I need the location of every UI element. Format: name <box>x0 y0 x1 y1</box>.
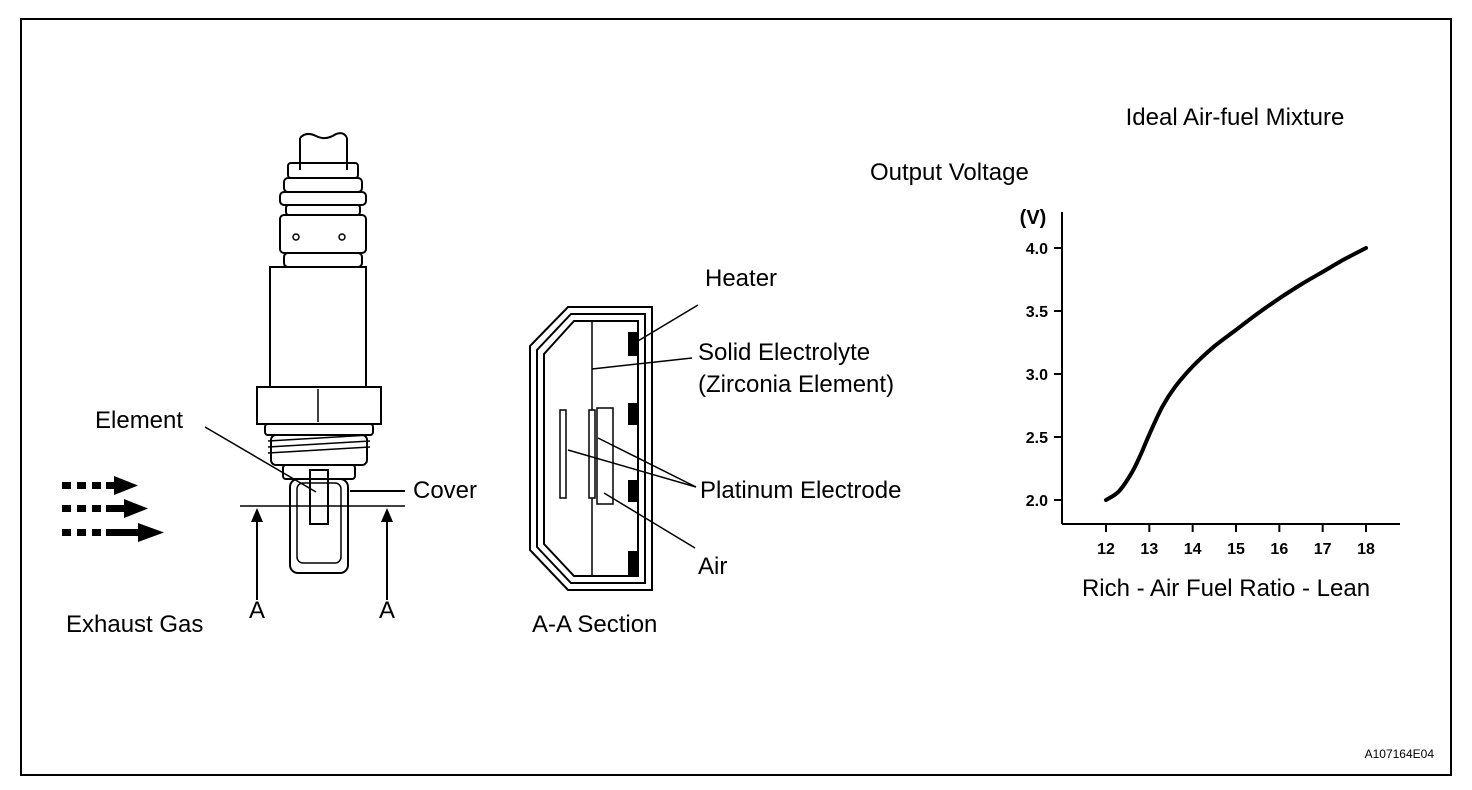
y-tick-label: 3.5 <box>1026 304 1048 321</box>
x-tick-label: 15 <box>1227 541 1245 558</box>
solid-electrolyte-label: Solid Electrolyte <box>698 339 870 366</box>
figure-code: A107164E04 <box>1365 747 1435 761</box>
exhaust-gas-arrows <box>62 476 164 542</box>
x-tick-label: 16 <box>1270 541 1288 558</box>
air-label: Air <box>698 553 727 580</box>
x-tick-label: 18 <box>1357 541 1375 558</box>
section-title: A-A Section <box>532 611 657 638</box>
x-axis-ticks: 12 13 14 15 16 17 18 <box>1097 524 1375 558</box>
x-tick-label: 17 <box>1314 541 1332 558</box>
exhaust-gas-label: Exhaust Gas <box>66 611 203 638</box>
frame-border <box>20 18 1452 776</box>
y-tick-label: 2.0 <box>1026 493 1048 510</box>
voltage-curve <box>1104 246 1368 502</box>
y-tick-label: 4.0 <box>1026 241 1048 258</box>
section-arrow-left <box>251 508 263 600</box>
heater-element-marks <box>628 332 637 575</box>
platinum-electrode-leader-right <box>597 437 697 488</box>
air-leader-line <box>603 492 696 549</box>
section-mark-left: A <box>249 597 265 624</box>
heater-leader-line <box>632 304 699 345</box>
chart-title: Ideal Air-fuel Mixture <box>1126 104 1345 131</box>
x-axis-label: Rich - Air Fuel Ratio - Lean <box>1082 575 1370 602</box>
cover-label: Cover <box>413 477 477 504</box>
oxygen-sensor-drawing <box>256 132 382 574</box>
section-view-drawing <box>529 306 653 591</box>
output-voltage-chart: Ideal Air-fuel Mixture Output Voltage (V… <box>870 104 1400 602</box>
heater-label: Heater <box>705 265 777 292</box>
platinum-electrode-leader-left <box>567 449 697 488</box>
y-tick-label: 3.0 <box>1026 367 1048 384</box>
zirconia-element-label: (Zirconia Element) <box>698 371 894 398</box>
y-axis-ticks: 2.0 2.5 3.0 3.5 4.0 <box>1026 241 1062 510</box>
y-tick-label: 2.5 <box>1026 430 1048 447</box>
y-axis-unit: (V) <box>1020 207 1047 229</box>
y-axis-label: Output Voltage <box>870 159 1029 186</box>
platinum-electrode-label: Platinum Electrode <box>700 477 901 504</box>
section-mark-right: A <box>379 597 395 624</box>
x-tick-label: 12 <box>1097 541 1115 558</box>
element-label: Element <box>95 407 183 434</box>
x-tick-label: 14 <box>1184 541 1202 558</box>
solid-electrolyte-leader-line <box>591 357 693 370</box>
section-arrow-right <box>381 508 393 600</box>
element-leader-line <box>204 426 317 493</box>
x-tick-label: 13 <box>1140 541 1158 558</box>
